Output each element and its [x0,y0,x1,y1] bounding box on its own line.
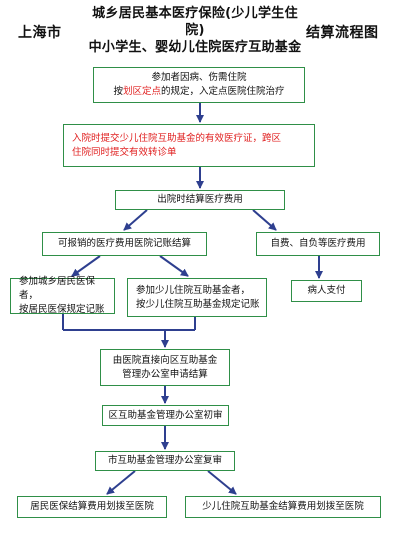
step-fund-allocation-label: 少儿住院互助基金结算费用划拨至医院 [202,501,364,512]
title-right: 结算流程图 [306,25,379,41]
arrow-reimbursable-to-resident [71,255,101,277]
step-fund-billing-line-1: 参加少儿住院互助基金者， [136,284,251,296]
step-admission-line-1: 参加者因病、伤需住院 [151,72,247,83]
step-submit-certificate-line-1: 入院时提交少儿住院互助基金的有效医疗证，跨区 [72,132,282,144]
step-submit-certificate: 入院时提交少儿住院互助基金的有效医疗证，跨区 住院同时提交有效转诊单 [63,124,315,167]
step-city-review-label: 市互助基金管理办公室复审 [107,455,222,466]
step-patient-pays-label: 病人支付 [307,285,346,296]
step-hospital-application: 由医院直接向区互助基金 管理办公室申请结算 [100,349,230,386]
step-resident-insurance-billing-line-1: 参加城乡居民医保者， [19,276,96,301]
step-district-initial-review-label: 区互助基金管理办公室初审 [108,409,223,421]
step-resident-allocation-label: 居民医保结算费用划拨至医院 [30,501,154,512]
arrow-reimbursable-to-fund [159,255,189,277]
zone-designation-highlight: 划区定点 [122,86,161,97]
step-self-pay-costs-label: 自费、自负等医疗费用 [270,238,366,249]
step-district-initial-review: 区互助基金管理办公室初审 [102,405,229,426]
arrow-discharge-to-reimbursable [123,209,148,231]
step-admission-prefix: 按 [113,86,123,97]
step-fund-allocation: 少儿住院互助基金结算费用划拨至医院 [185,496,381,518]
arrow-discharge-to-selfpay [252,209,277,231]
step-reimbursable-billing-label: 可报销的医疗费用医院记账结算 [57,238,191,249]
step-admission-line-2: 按划区定点的规定，入定点医院住院治疗 [113,85,284,99]
arrow-city-to-resident-allocation [106,470,136,495]
step-admission-suffix: 的规定，入定点医院住院治疗 [161,86,285,97]
step-resident-insurance-billing: 参加城乡居民医保者， 按居民医保规定记账 [10,276,115,315]
step-reimbursable-billing: 可报销的医疗费用医院记账结算 [42,232,207,256]
title-left: 上海市 [18,25,62,41]
step-city-review: 市互助基金管理办公室复审 [95,451,235,471]
step-fund-billing: 参加少儿住院互助基金者， 按少儿住院互助基金规定记账 [127,278,267,317]
title-line-2: 中小学生、婴幼儿住院医疗互助基金 [88,40,302,55]
step-fund-billing-line-2: 按少儿住院互助基金规定记账 [136,298,260,310]
step-submit-certificate-line-2: 住院同时提交有效转诊单 [72,146,177,158]
step-resident-allocation: 居民医保结算费用划拨至医院 [17,496,167,518]
step-discharge-settlement: 出院时结算医疗费用 [115,190,285,210]
step-hospital-application-line-2: 管理办公室申请结算 [122,368,208,380]
title-line-1: 城乡居民基本医疗保险(少儿学生住院) [92,6,298,38]
title-main: 城乡居民基本医疗保险(少儿学生住院) 中小学生、婴幼儿住院医疗互助基金 [88,5,302,56]
step-discharge-settlement-label: 出院时结算医疗费用 [157,194,243,205]
arrow-city-to-fund-allocation [207,470,237,495]
step-hospital-application-line-1: 由医院直接向区互助基金 [112,354,218,366]
step-resident-insurance-billing-line-2: 按居民医保规定记账 [19,304,105,315]
step-admission: 参加者因病、伤需住院 按划区定点的规定，入定点医院住院治疗 [93,67,305,103]
step-patient-pays: 病人支付 [291,280,362,302]
step-self-pay-costs: 自费、自负等医疗费用 [256,232,380,256]
